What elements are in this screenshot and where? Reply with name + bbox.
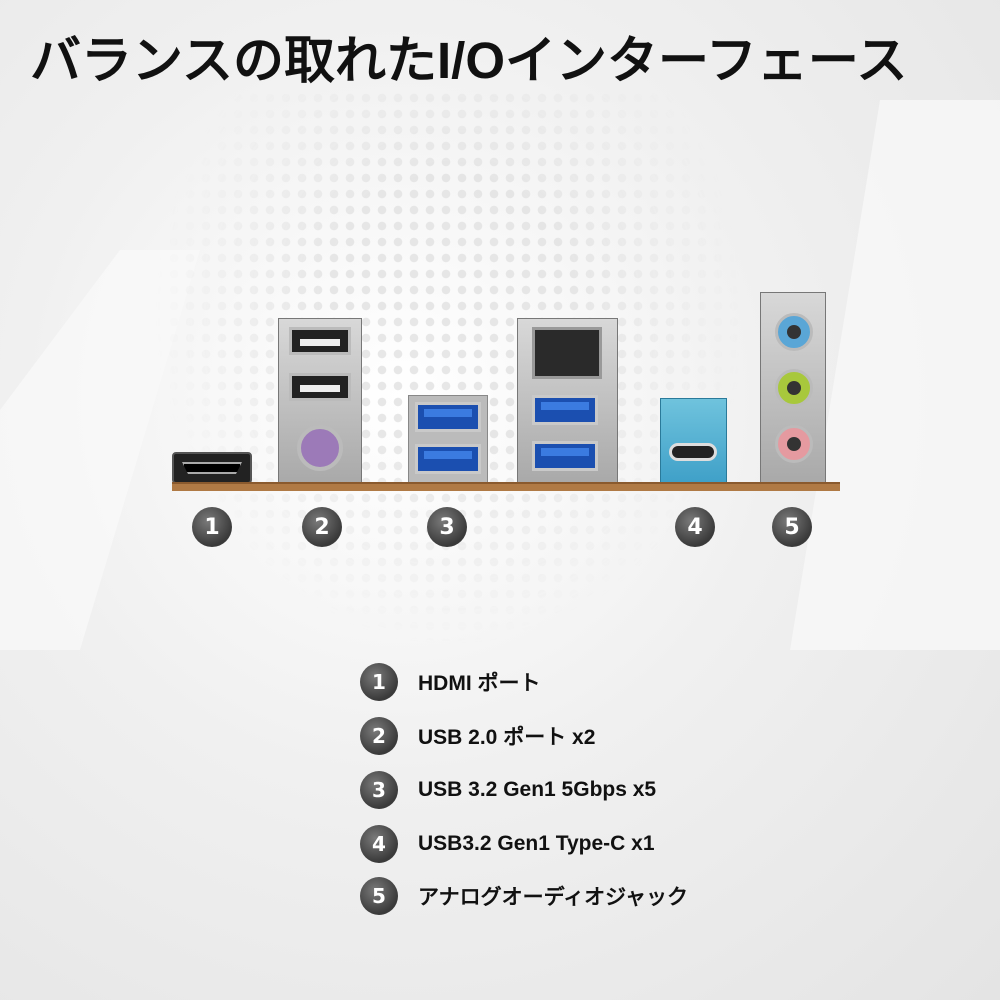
ps2-port <box>297 425 343 471</box>
callout-4: 4 <box>675 507 715 547</box>
type-c-socket <box>669 443 717 461</box>
callout-3: 3 <box>427 507 467 547</box>
background-dots <box>150 90 750 650</box>
usb2-ps2-port <box>278 318 362 484</box>
legend-number: 5 <box>360 877 398 915</box>
legend-label: HDMI ポート <box>418 672 541 695</box>
usb3-port <box>532 395 598 425</box>
callout-1: 1 <box>192 507 232 547</box>
legend-item: 4 USB3.2 Gen1 Type-C x1 <box>360 825 655 863</box>
usb3-port <box>532 441 598 471</box>
callout-2: 2 <box>302 507 342 547</box>
audio-jack-green <box>775 369 813 407</box>
legend-item: 5 アナログオーディオジャック <box>360 877 688 915</box>
page-title: バランスの取れたI/Oインターフェース <box>30 32 908 89</box>
legend-number: 4 <box>360 825 398 863</box>
callout-5: 5 <box>772 507 812 547</box>
hdmi-socket <box>182 462 242 474</box>
legend-label: USB 3.2 Gen1 5Gbps x5 <box>418 778 657 801</box>
type-c-port <box>660 398 727 484</box>
legend-item: 1 HDMI ポート <box>360 663 541 701</box>
motherboard-edge <box>172 482 840 491</box>
legend-label: アナログオーディオジャック <box>418 886 689 909</box>
hdmi-port <box>172 452 252 484</box>
usb3-port <box>415 444 481 474</box>
lan-usb3-port <box>517 318 618 484</box>
legend-label: USB3.2 Gen1 Type-C x1 <box>418 832 655 855</box>
legend-number: 1 <box>360 663 398 701</box>
usb3-port-stack <box>408 395 488 484</box>
usb3-port <box>415 402 481 432</box>
audio-jack-pink <box>775 425 813 463</box>
usb2-port <box>289 373 351 401</box>
legend-item: 3 USB 3.2 Gen1 5Gbps x5 <box>360 771 656 809</box>
legend-number: 2 <box>360 717 398 755</box>
audio-jacks <box>760 292 826 484</box>
usb2-port <box>289 327 351 355</box>
legend-label: USB 2.0 ポート x2 <box>418 726 596 749</box>
rj45-port <box>532 327 602 379</box>
legend-number: 3 <box>360 771 398 809</box>
legend-item: 2 USB 2.0 ポート x2 <box>360 717 595 755</box>
audio-jack-blue <box>775 313 813 351</box>
